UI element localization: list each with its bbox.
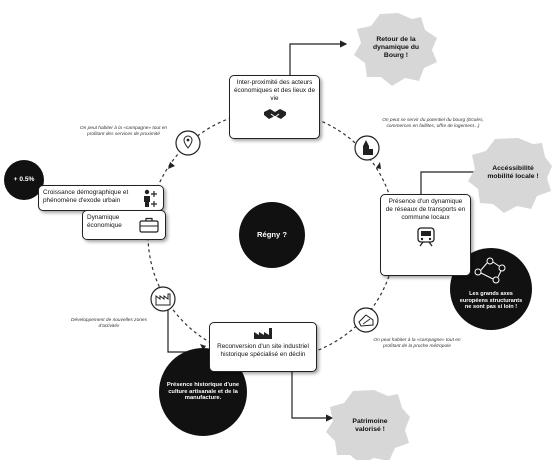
presence-historique-label: Présence historique d'une culture artisa… [166,381,240,402]
box-reconversion-text: Reconversion d'un site industriel histor… [217,343,309,358]
connector-patrimoine [291,371,334,422]
grands-axes-label: Les grands axes européens structurants n… [459,290,523,311]
population-growth-icon [144,189,157,207]
box-transports: Présence d'un dynamique de réseaux de tr… [380,194,471,276]
box-dynamique-eco: Dynamique économique [82,210,166,240]
box-interproximite: Inter-proximité des acteurs économiques … [229,75,320,139]
badge-label: + 0.5% [13,176,35,184]
center-circle [239,202,305,268]
note-campagne-proximite: On peut habiter à la «campagne» tout en … [79,126,168,138]
connector-accessibilite [420,168,484,194]
note-zones-activite: Développement de nouvelles zones d'activ… [70,318,147,330]
factory-small-icon [254,328,272,339]
briefcase-icon [139,217,159,233]
handshake-icon [263,109,286,119]
box-interproximite-text: Inter-proximité des acteurs économiques … [234,79,316,102]
connector-retour [289,40,348,75]
blob-patrimoine: Patrimoine valorisé ! [352,417,388,433]
box-reconversion: Reconversion d'un site industriel histor… [209,322,317,372]
note-campagne-metropole: On peut habiter à la «campagne» tout en … [373,338,461,350]
note-potentiel-bourg: On peut se servir du potentiel du bourg … [382,118,484,130]
cycle-arrow [376,162,381,169]
train-icon [416,227,435,247]
blob-accessibilite-shape [468,138,552,213]
blob-patrimoine-shape [326,390,410,460]
blob-retour-bourg: Retour de la dynamique du Bourg ! [372,35,420,60]
box-croissance: Croissance démographique et phénomène d'… [38,185,164,211]
box-croissance-text: Croissance démographique et phénomène d'… [43,189,129,204]
box-transports-text: Présence d'un dynamique de réseaux de tr… [385,198,466,221]
network-icon [474,257,506,284]
house-icon [353,307,379,333]
center-label: Régny ? [257,230,287,240]
blob-retour-shape [354,13,437,86]
factory-icon [150,286,176,312]
location-pin-icon [175,130,201,156]
church-icon [354,135,380,161]
box-dynamique-eco-text: Dynamique économique [87,214,122,229]
blob-accessibilite: Accéssibilité mobilité locale ! [487,164,539,180]
badge-circle [4,160,44,200]
cycle-arrow [168,162,175,169]
cycle-arrow [200,344,206,350]
